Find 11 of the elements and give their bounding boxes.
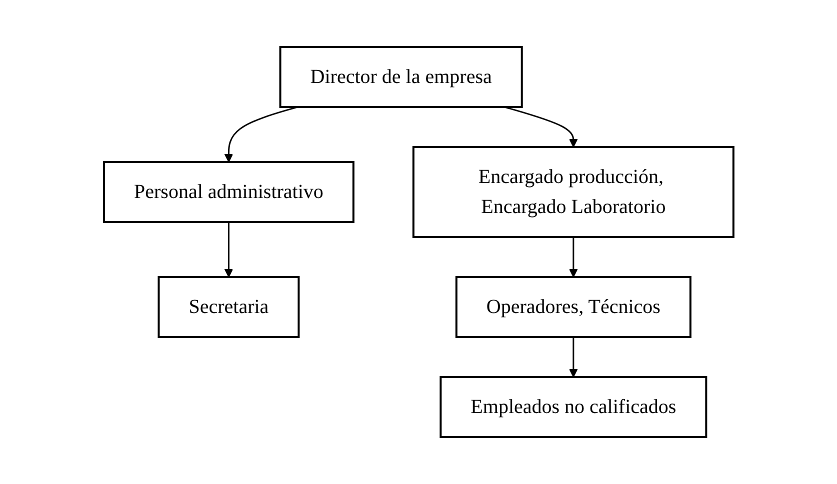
arrow [504,106,578,148]
node-box: Encargado producción, Encargado Laboratorio [412,146,734,238]
arrow [568,237,578,278]
arrow [224,222,233,278]
arrow [568,337,578,378]
node-box: Operadores, Técnicos [455,276,692,338]
node-box: Empleados no calificados [439,376,707,438]
node-box: Secretaria [158,276,300,338]
node-box: Director de la empresa [279,46,523,108]
arrow [224,106,298,162]
node-box: Personal administrativo [102,161,354,223]
